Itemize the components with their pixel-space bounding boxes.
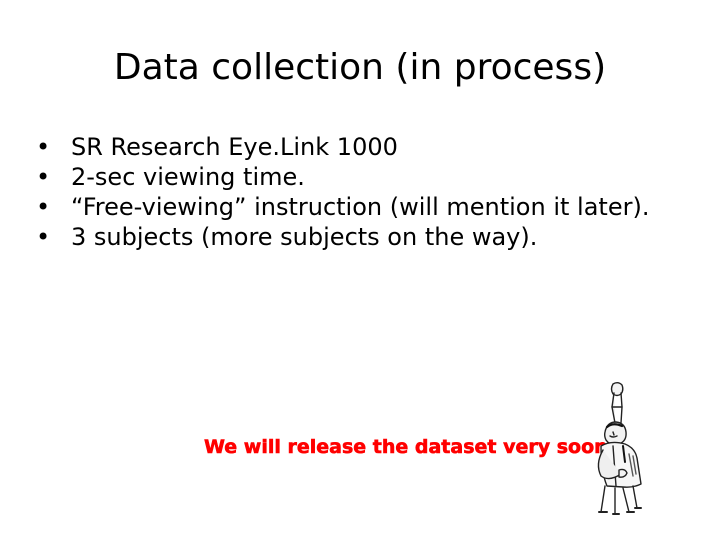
slide-title: Data collection (in process) [113, 47, 607, 88]
bullet-item: • “Free-viewing” instruction (will menti… [36, 192, 676, 222]
bullet-marker: • [36, 133, 51, 161]
bullet-list: • SR Research Eye.Link 1000 • 2-sec view… [36, 132, 676, 252]
bullet-item: • SR Research Eye.Link 1000 [36, 132, 676, 162]
bullet-item: • 2-sec viewing time. [36, 162, 676, 192]
bullet-marker: • [36, 223, 51, 251]
bullet-text: 3 subjects (more subjects on the way). [71, 223, 538, 251]
release-banner: We will release the dataset very soon! [204, 436, 617, 459]
bullet-marker: • [36, 193, 51, 221]
bullet-item: • 3 subjects (more subjects on the way). [36, 222, 676, 252]
bullet-text: SR Research Eye.Link 1000 [71, 133, 398, 161]
bullet-marker: • [36, 163, 51, 191]
bullet-text: 2-sec viewing time. [71, 163, 305, 191]
cheering-person-clipart-icon [597, 382, 642, 515]
bullet-text: “Free-viewing” instruction (will mention… [71, 193, 650, 221]
